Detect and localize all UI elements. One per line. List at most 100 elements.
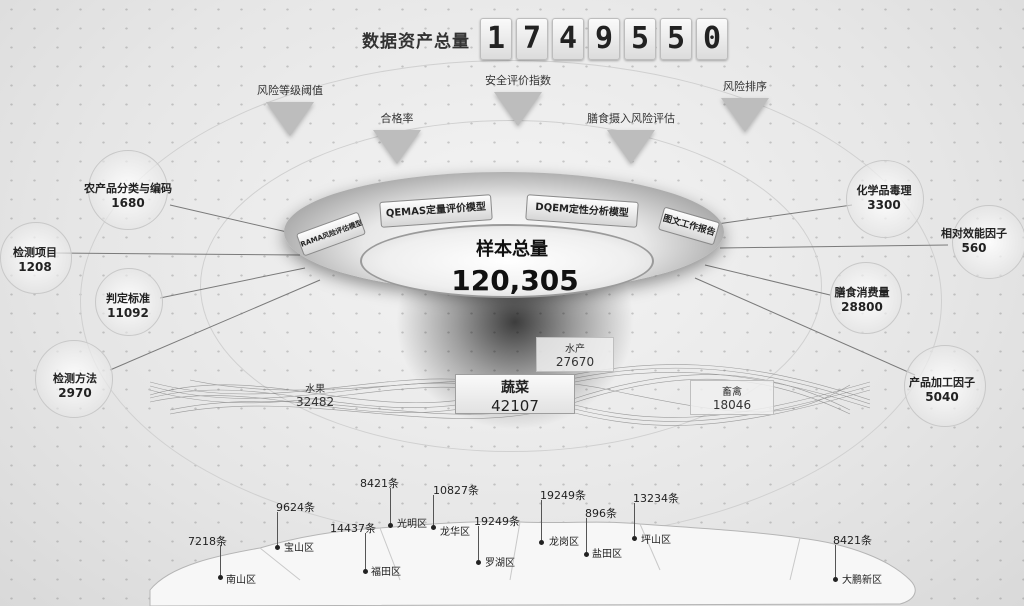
category-value: 42107 <box>491 397 539 415</box>
marker-stem <box>541 500 542 540</box>
metric-relative-potency[interactable]: 相对效能因子 560 <box>924 225 1024 255</box>
category-value: 32482 <box>296 395 335 409</box>
marker-pin <box>363 569 368 574</box>
metric-safety-index[interactable]: 安全评价指数 <box>468 72 568 126</box>
node-name: 农产品分类与编码 <box>84 182 172 195</box>
pyramid-icon <box>266 102 314 136</box>
node-value: 1208 <box>18 260 52 274</box>
marker-pin <box>584 552 589 557</box>
district-count: 8421条 <box>833 534 872 547</box>
counter-digit: 7 <box>516 18 548 60</box>
district-count: 10827条 <box>433 484 479 497</box>
district-count: 19249条 <box>540 489 586 502</box>
connector-line <box>54 252 301 256</box>
district-name: 宝山区 <box>284 543 314 554</box>
metric-label: 膳食摄入风险评估 <box>587 112 675 125</box>
category-fruit[interactable]: 水果 32482 <box>296 380 334 409</box>
node-value: 5040 <box>925 390 959 404</box>
district-name: 龙岗区 <box>549 537 579 548</box>
district-border <box>379 527 401 581</box>
counter-digit: 4 <box>552 18 584 60</box>
connector-line <box>719 244 949 249</box>
counter-digit: 9 <box>588 18 620 60</box>
connector-line <box>159 267 306 299</box>
metric-risk-ranking[interactable]: 风险排序 <box>700 78 790 132</box>
node-value: 28800 <box>841 300 883 314</box>
district-name: 光明区 <box>397 519 427 530</box>
pyramid-icon <box>494 92 542 126</box>
marker-stem <box>390 488 391 523</box>
marker-stem <box>835 545 836 577</box>
metric-pass-rate[interactable]: 合格率 <box>352 110 442 164</box>
metric-test-methods[interactable]: 检测方法 2970 <box>25 370 125 400</box>
district-border <box>509 521 521 581</box>
node-name: 化学品毒理 <box>856 184 912 197</box>
district-border <box>259 547 301 581</box>
metric-processing-factor[interactable]: 产品加工因子 5040 <box>892 374 992 404</box>
category-aquatic[interactable]: 水产 27670 <box>536 337 614 372</box>
marker-stem <box>365 533 366 569</box>
metric-label: 合格率 <box>380 112 414 125</box>
marker-stem <box>586 518 587 552</box>
category-name: 水产 <box>565 344 585 355</box>
counter-digit: 0 <box>696 18 728 60</box>
pyramid-icon <box>607 130 655 164</box>
node-name: 判定标准 <box>106 292 150 305</box>
node-name: 检测项目 <box>13 246 57 259</box>
district-name: 龙华区 <box>440 527 470 538</box>
sample-disc-core <box>360 224 654 298</box>
marker-pin <box>388 523 393 528</box>
sample-total-label: 样本总量 <box>476 239 548 260</box>
category-vegetables[interactable]: 蔬菜 42107 <box>455 374 575 415</box>
metric-dietary-consumption[interactable]: 膳食消费量 28800 <box>812 284 912 314</box>
node-ring <box>952 205 1024 279</box>
metric-dietary-risk[interactable]: 膳食摄入风险评估 <box>576 110 686 164</box>
counter-digit: 5 <box>624 18 656 60</box>
counter-digit: 5 <box>660 18 692 60</box>
sample-total-value: 120,305 <box>451 264 579 297</box>
district-name: 南山区 <box>226 575 256 586</box>
district-count: 9624条 <box>276 501 315 514</box>
connector-line <box>169 204 301 236</box>
node-ring <box>95 268 163 336</box>
connector-line <box>709 204 853 226</box>
metric-criteria[interactable]: 判定标准 11092 <box>78 290 178 320</box>
node-name: 检测方法 <box>53 372 97 385</box>
metric-test-items[interactable]: 检测项目 1208 <box>0 244 85 274</box>
node-value: 1680 <box>111 196 145 210</box>
pyramid-icon <box>721 98 769 132</box>
connector-line <box>704 264 831 296</box>
metric-label: 安全评价指数 <box>485 74 551 87</box>
connector-line <box>694 277 916 376</box>
asset-total-counter: 1 7 4 9 5 5 0 <box>480 18 728 60</box>
node-value: 11092 <box>107 306 149 320</box>
node-ring <box>846 160 924 238</box>
node-ring <box>830 262 902 334</box>
marker-stem <box>277 512 278 545</box>
district-name: 坪山区 <box>641 535 671 546</box>
node-value: 2970 <box>58 386 92 400</box>
district-count: 19249条 <box>474 515 520 528</box>
node-value: 560 <box>961 241 987 255</box>
node-ring <box>0 222 72 294</box>
district-count: 13234条 <box>633 492 679 505</box>
category-livestock[interactable]: 畜禽 18046 <box>690 380 774 415</box>
node-name: 相对效能因子 <box>941 227 1007 240</box>
pyramid-icon <box>373 130 421 164</box>
metric-risk-threshold[interactable]: 风险等级阈值 <box>245 82 335 136</box>
category-name: 水果 <box>305 384 326 395</box>
metric-product-classification[interactable]: 农产品分类与编码 1680 <box>78 180 178 210</box>
district-border <box>639 523 661 571</box>
district-count: 8421条 <box>360 477 399 490</box>
node-name: 产品加工因子 <box>909 376 975 389</box>
node-name: 膳食消费量 <box>834 286 890 299</box>
category-value: 18046 <box>712 398 752 412</box>
metric-label: 风险排序 <box>723 80 767 93</box>
district-count: 7218条 <box>188 535 227 548</box>
asset-total-label: 数据资产总量 <box>362 31 470 52</box>
node-value: 3300 <box>867 198 901 212</box>
marker-pin <box>539 540 544 545</box>
district-name: 罗湖区 <box>485 558 515 569</box>
metric-chemical-toxicology[interactable]: 化学品毒理 3300 <box>834 182 934 212</box>
